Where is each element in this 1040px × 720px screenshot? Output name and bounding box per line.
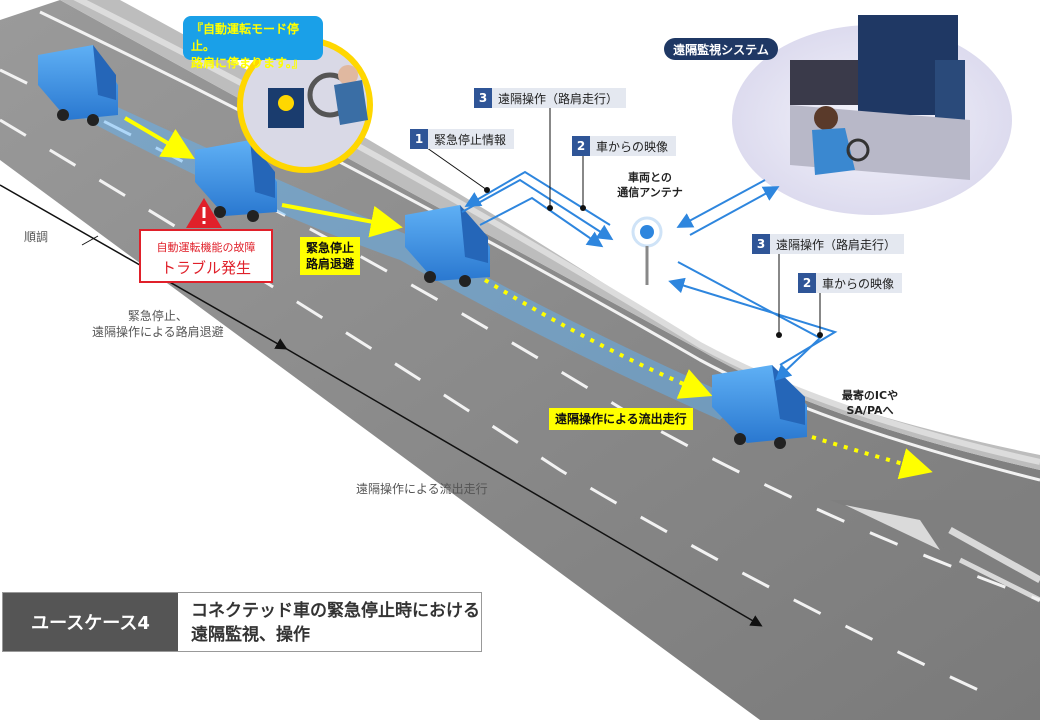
step-label: 車からの映像 [822,276,895,291]
timeline-normal: 順調 [24,230,49,244]
lane-line-dashed-1 [0,68,1040,602]
callout-line-2: 路肩に停まります。』 [191,56,304,70]
step-number: 2 [798,273,816,293]
nearest-ic-label: 最寄のICや SA/PAへ [830,388,910,418]
monitoring-system-pill: 遠隔監視システム [664,38,778,60]
ramp-barrier-2 [958,557,1040,603]
step-emergency-info: 1 緊急停止情報 [410,129,515,149]
antenna-label: 車両との 通信アンテナ [610,170,690,200]
driver-callout: 『自動運転モード停止。 路肩に停まります。』 [183,16,323,70]
step-vehicle-video-right: 2 車からの映像 [798,273,903,293]
callout-line-1: 『自動運転モード停止。 [191,22,300,53]
step-remote-operation-top: 3 遠隔操作（路肩走行） [474,88,627,108]
step-label: 遠隔操作（路肩走行） [776,237,897,252]
lane-line-dashed-2 [0,118,1001,702]
emergency-tag-line-1: 緊急停止 [306,241,355,255]
yellow-dotted-ic [811,435,933,480]
nearest-ic-line-2: SA/PAへ [846,404,894,417]
step-number: 1 [410,129,428,149]
step-label: 車からの映像 [596,139,669,154]
step-remote-operation-right: 3 遠隔操作（路肩走行） [752,234,905,254]
antenna-label-line-1: 車両との [628,171,672,184]
warning-triangle-icon [186,198,222,228]
remote-exit-tag: 遠隔操作による流出走行 [549,408,693,430]
lane-line-edge [39,10,1040,482]
use-case-title: コネクテッド車の緊急停止時における遠隔監視、操作 [191,601,480,645]
timeline-emergency-line-1: 緊急停止、 [127,309,188,323]
yellow-arrow-2 [281,203,403,238]
emergency-stop-tag: 緊急停止 路肩退避 [300,237,361,275]
monitoring-bubble [732,15,1012,215]
timeline-arrow-2 [284,347,763,627]
use-case-tag: ユースケース4 [3,593,178,651]
antenna-icon [631,216,663,285]
truck-2 [195,140,277,222]
step-number: 3 [474,88,492,108]
step-number: 2 [572,136,590,156]
step-label: 遠隔操作（路肩走行） [498,91,619,106]
trouble-line-1: 自動運転機能の故障 [156,241,256,254]
chevron-markings [845,505,940,550]
timeline-emergency: 緊急停止、 遠隔操作による路肩退避 [92,308,224,340]
nearest-ic-line-1: 最寄のICや [841,389,899,402]
step-label: 緊急停止情報 [434,132,507,147]
timeline-emergency-line-2: 遠隔操作による路肩退避 [92,325,224,339]
trouble-warning-box: 自動運転機能の故障 トラブル発生 [139,229,273,283]
step-vehicle-video-top: 2 車からの映像 [572,136,677,156]
truck-1 [38,45,118,126]
truck-3 [405,205,490,287]
antenna-label-line-2: 通信アンテナ [617,186,683,199]
trouble-line-2: トラブル発生 [160,259,251,277]
timeline-remote-exit: 遠隔操作による流出走行 [356,482,488,496]
step-number: 3 [752,234,770,254]
timeline-tick-1 [81,235,99,246]
yellow-arrow-1 [123,116,195,160]
leader-lines [419,105,821,335]
ramp-barrier [948,526,1040,584]
use-case-banner: ユースケース4 コネクテッド車の緊急停止時における遠隔監視、操作 [2,592,482,652]
emergency-tag-line-2: 路肩退避 [306,257,355,271]
exit-ramp [830,500,1040,600]
